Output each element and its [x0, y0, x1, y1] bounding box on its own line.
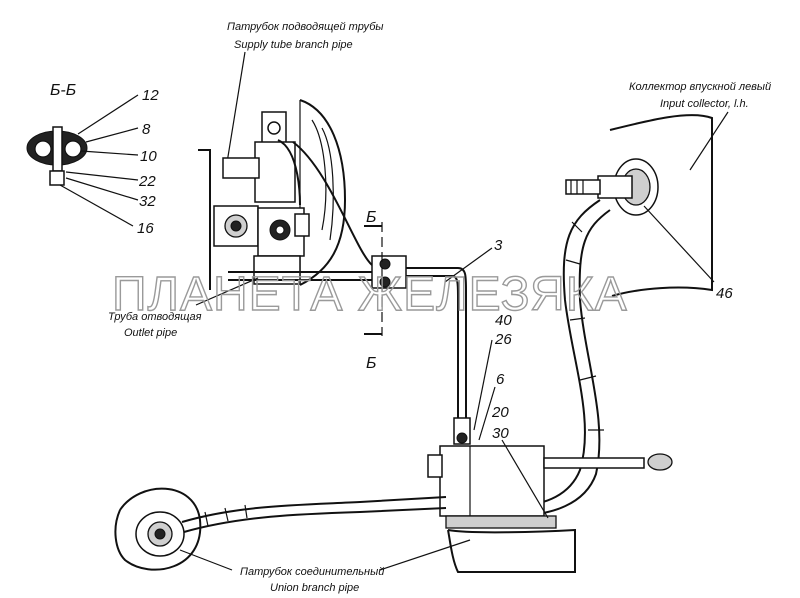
outlet-pipe-label-en: Outlet pipe [124, 327, 177, 339]
heater-block [427, 417, 673, 573]
supply-pipe-stub [222, 157, 260, 179]
callout-10: 10 [140, 148, 157, 165]
clamp-nut [49, 170, 65, 186]
collector-label-en: Input collector, l.h. [660, 98, 749, 110]
control-rod [543, 457, 645, 469]
outlet-pipe [228, 141, 467, 420]
supply-pipe-label-en: Supply tube branch pipe [234, 39, 353, 51]
callout-46: 46 [716, 285, 733, 302]
union-branch [114, 487, 447, 571]
control-knob [647, 453, 673, 471]
outlet-pipe-label-ru: Труба отводящая [108, 311, 202, 323]
block-body [439, 445, 545, 517]
section-mark-top: Б [366, 209, 376, 226]
collector-label-ru: Коллектор впускной левый [629, 81, 771, 93]
watermark: ПЛАНЕТА ЖЕЛЕЗЯКА [112, 268, 628, 321]
callout-22: 22 [138, 173, 156, 190]
tube-section-right [64, 140, 82, 158]
callout-12: 12 [142, 87, 159, 104]
section-detail: Б-Б 12 8 10 22 32 16 [26, 82, 159, 237]
callout-26: 26 [494, 331, 512, 348]
callout-8: 8 [142, 121, 151, 138]
callout-3: 3 [494, 237, 503, 254]
section-mark-bottom: Б [366, 355, 376, 372]
valve-assembly [213, 111, 310, 285]
collector-hose [519, 199, 611, 516]
callout-30: 30 [492, 425, 509, 442]
union-pipe-label-ru: Патрубок соединительный [240, 566, 384, 578]
callout-16: 16 [137, 220, 154, 237]
callout-20: 20 [491, 404, 509, 421]
valve-body [254, 141, 296, 203]
section-title: Б-Б [50, 82, 76, 99]
union-pipe-label-en: Union branch pipe [270, 582, 359, 594]
callout-32: 32 [139, 193, 156, 210]
tube-section-left [34, 140, 52, 158]
inlet-collector [565, 114, 713, 297]
callout-6: 6 [496, 371, 505, 388]
section-cut-line: Б Б [364, 209, 383, 372]
callout-40: 40 [495, 312, 512, 329]
collector-fitting [597, 175, 633, 199]
clamp-bolt [52, 126, 63, 172]
supply-pipe-label-ru: Патрубок подводящей трубы [227, 21, 383, 33]
